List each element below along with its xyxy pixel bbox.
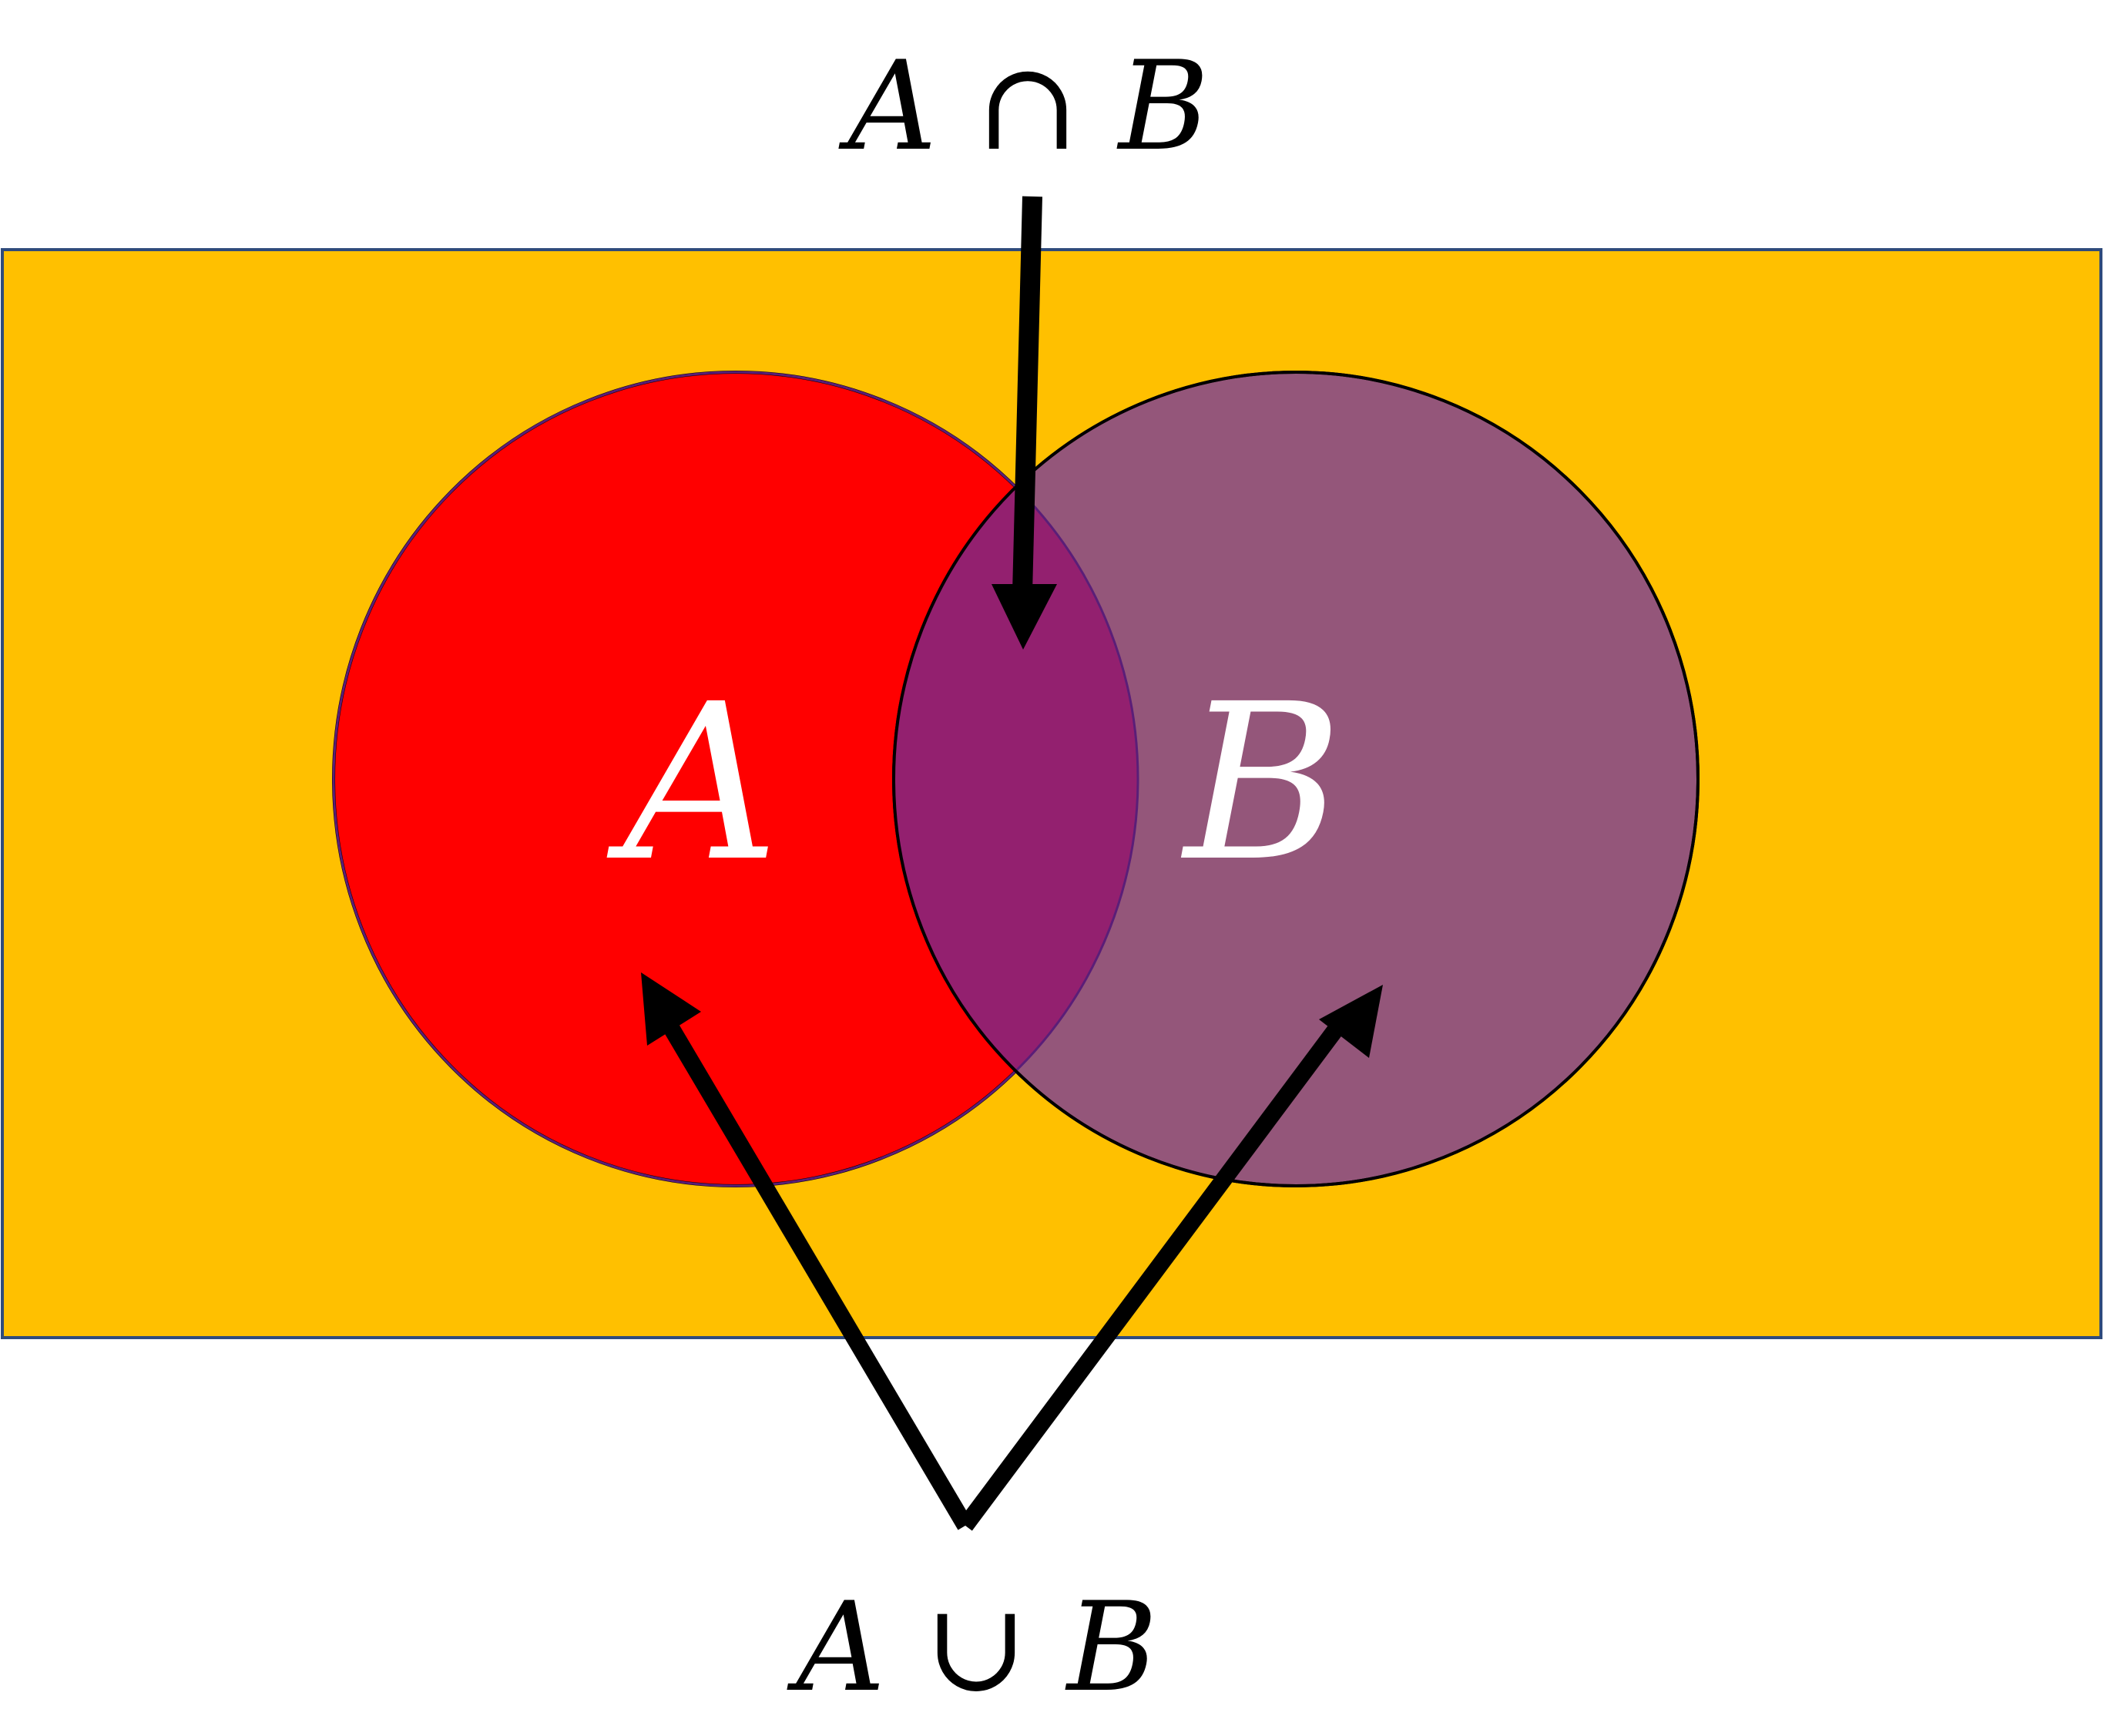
union-arrow-to-b xyxy=(958,985,1383,1531)
intersection-arrow xyxy=(992,196,1057,650)
set-a-inner-border xyxy=(332,371,1139,1187)
set-a-label: A xyxy=(606,658,779,909)
set-b-label: B xyxy=(1181,658,1343,909)
union-label: A ∪ B xyxy=(787,1575,1158,1719)
union-arrow-to-a xyxy=(641,972,973,1530)
set-b-border xyxy=(892,371,1700,1187)
intersection-label: A ∩ B xyxy=(838,34,1210,178)
